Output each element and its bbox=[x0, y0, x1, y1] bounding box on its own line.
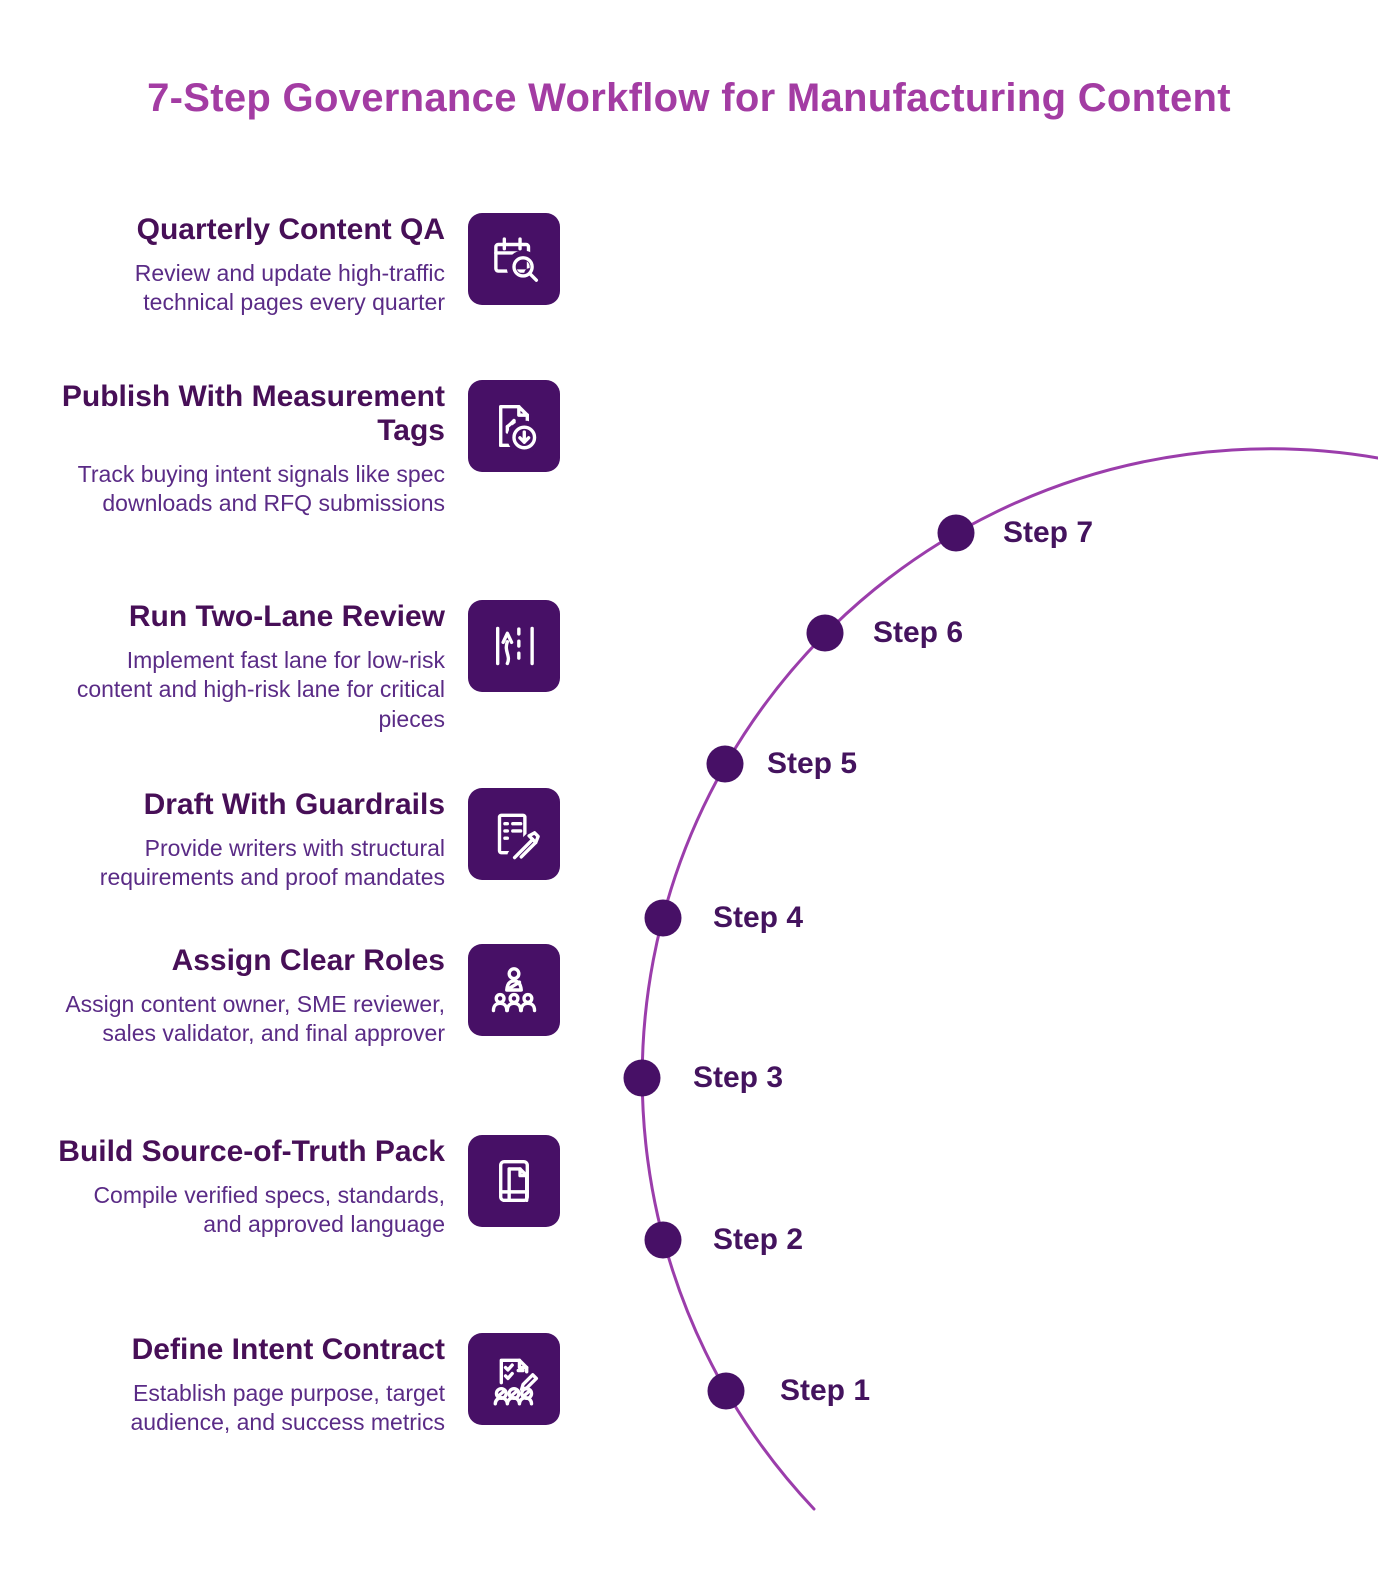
contract-checklist-icon bbox=[468, 1333, 560, 1425]
item-title: Define Intent Contract bbox=[131, 1333, 445, 1366]
step-dot-3 bbox=[623, 1059, 661, 1097]
step-label-1: Step 1 bbox=[780, 1374, 871, 1407]
step-label-7: Step 7 bbox=[1003, 516, 1094, 549]
document-stack-icon bbox=[468, 1135, 560, 1227]
item-description: Track buying intent signals like spec do… bbox=[77, 460, 445, 517]
step-dot-2 bbox=[644, 1221, 682, 1259]
item-title: Publish With Measurement Tags bbox=[61, 380, 445, 447]
item-title: Build Source-of-Truth Pack bbox=[58, 1135, 445, 1168]
workflow-item-quarterly-qa: Quarterly Content QA Review and update h… bbox=[55, 213, 560, 318]
arc-curve bbox=[640, 447, 1378, 1511]
step-label-4: Step 4 bbox=[713, 901, 804, 934]
item-description: Establish page purpose, target audience,… bbox=[130, 1379, 446, 1436]
page-title: 7-Step Governance Workflow for Manufactu… bbox=[147, 76, 1231, 120]
workflow-item-publish-tags: Publish With Measurement Tags Track buyi… bbox=[55, 380, 560, 519]
workflow-item-assign-roles: Assign Clear Roles Assign content owner,… bbox=[55, 944, 560, 1049]
item-title: Assign Clear Roles bbox=[171, 944, 445, 977]
item-description: Implement fast lane for low-risk content… bbox=[76, 646, 445, 732]
workflow-item-source-pack: Build Source-of-Truth Pack Compile verif… bbox=[55, 1135, 560, 1240]
step-label-5: Step 5 bbox=[767, 747, 858, 780]
step-dot-7 bbox=[937, 514, 975, 552]
item-title: Draft With Guardrails bbox=[143, 788, 445, 821]
step-dot-5 bbox=[706, 745, 744, 783]
step-dot-1 bbox=[707, 1372, 745, 1410]
workflow-item-draft-guardrails: Draft With Guardrails Provide writers wi… bbox=[55, 788, 560, 893]
two-lane-road-icon bbox=[468, 600, 560, 692]
document-chart-download-icon bbox=[468, 380, 560, 472]
calendar-search-icon bbox=[468, 213, 560, 305]
item-description: Assign content owner, SME reviewer, sale… bbox=[65, 990, 445, 1047]
item-description: Provide writers with structural requirem… bbox=[99, 834, 445, 891]
team-roles-icon bbox=[468, 944, 560, 1036]
item-title: Quarterly Content QA bbox=[136, 213, 445, 246]
item-description: Review and update high-traffic technical… bbox=[134, 259, 445, 316]
step-dot-4 bbox=[644, 899, 682, 937]
step-label-6: Step 6 bbox=[873, 616, 964, 649]
step-label-3: Step 3 bbox=[693, 1061, 784, 1094]
item-title: Run Two-Lane Review bbox=[128, 600, 445, 633]
workflow-item-intent-contract: Define Intent Contract Establish page pu… bbox=[55, 1333, 560, 1438]
step-label-2: Step 2 bbox=[713, 1223, 804, 1256]
workflow-item-two-lane-review: Run Two-Lane Review Implement fast lane … bbox=[55, 600, 560, 734]
item-description: Compile verified specs, standards, and a… bbox=[93, 1181, 445, 1238]
step-dot-6 bbox=[806, 614, 844, 652]
document-pen-icon bbox=[468, 788, 560, 880]
